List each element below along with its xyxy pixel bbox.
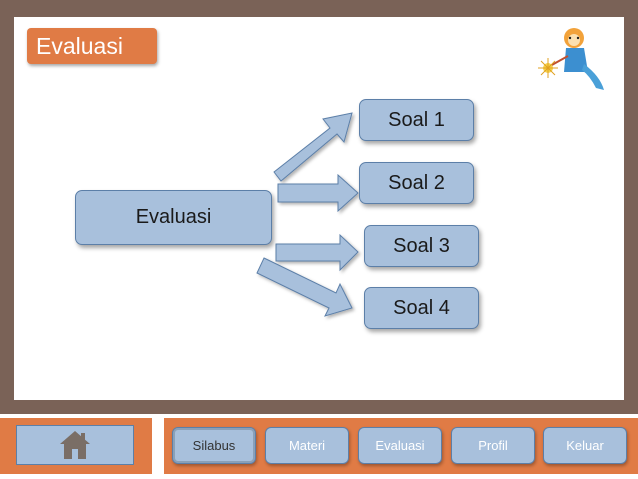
soal-4-label: Soal 4 (393, 296, 450, 319)
soal-2-box[interactable]: Soal 2 (359, 162, 474, 204)
soal-3-label: Soal 3 (393, 234, 450, 257)
center-box-label: Evaluasi (135, 206, 212, 228)
arrow-to-soal-2 (277, 173, 359, 213)
nav-divider (152, 418, 164, 474)
slide-title: Evaluasi (27, 28, 157, 64)
nav-profil-label: Profil (478, 438, 508, 453)
soal-1-label: Soal 1 (388, 108, 445, 131)
nav-keluar-label: Keluar (566, 438, 604, 453)
arrow-to-soal-1 (273, 112, 353, 182)
evaluasi-center-box: Evaluasi (75, 190, 272, 245)
mascot-icon (538, 28, 604, 90)
nav-evaluasi-label: Evaluasi (375, 438, 425, 453)
house-icon (60, 431, 90, 459)
nav-keluar-button[interactable]: Keluar (543, 427, 627, 464)
arrow-to-soal-4 (256, 257, 353, 317)
nav-materi-button[interactable]: Materi (265, 427, 349, 464)
nav-silabus-label: Silabus (192, 438, 236, 453)
nav-materi-label: Materi (288, 438, 326, 453)
soal-1-box[interactable]: Soal 1 (359, 99, 474, 141)
nav-profil-button[interactable]: Profil (451, 427, 535, 464)
home-button[interactable] (16, 425, 134, 465)
soal-2-label: Soal 2 (388, 171, 445, 194)
soal-3-box[interactable]: Soal 3 (364, 225, 479, 267)
nav-silabus-button[interactable]: Silabus (172, 427, 256, 464)
arrow-to-soal-3 (275, 233, 359, 272)
soal-4-box[interactable]: Soal 4 (364, 287, 479, 329)
nav-evaluasi-button[interactable]: Evaluasi (358, 427, 442, 464)
